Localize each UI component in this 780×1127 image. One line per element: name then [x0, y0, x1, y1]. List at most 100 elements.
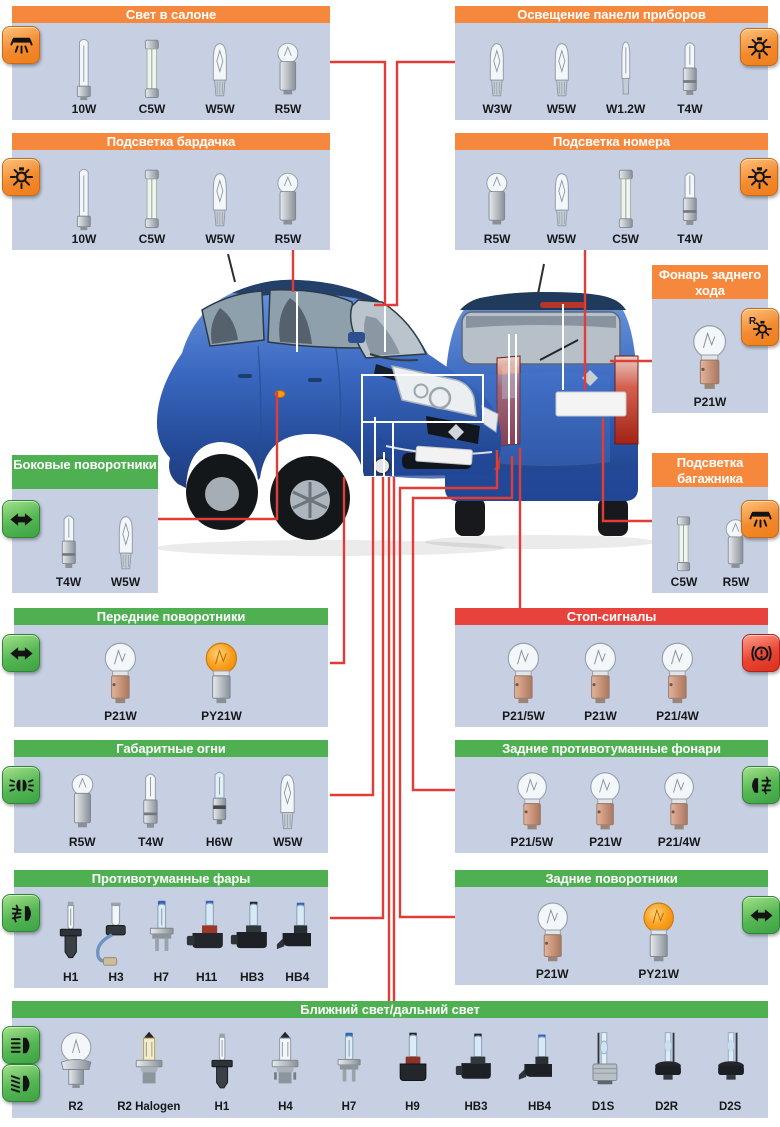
bulb-10w: 10W [63, 165, 105, 250]
bulb-label: C5W [612, 232, 639, 246]
bulb-h6w: H6W [198, 766, 241, 853]
bulb-p21w: P21W [577, 634, 624, 727]
bulb-p21w: P21W [583, 764, 627, 853]
bulb-rays-icon [740, 158, 778, 196]
bulb-label: P21/4W [656, 709, 699, 723]
bulb-c5w: C5W [664, 512, 703, 593]
panel-header: Свет в салоне [12, 6, 330, 23]
bulb-label: T4W [677, 232, 703, 246]
bulb-label: P21W [693, 395, 727, 409]
bulb-label: HB4 [528, 1101, 552, 1113]
high-beam-icon [2, 1026, 40, 1064]
bulb-p21w: P21W [685, 316, 734, 413]
panel-rear-indicators: Задние поворотники P21W PY21W [455, 870, 768, 985]
bulb-label: R2 [68, 1101, 84, 1113]
bulb-label: H6W [205, 835, 233, 849]
bulb-h1: H1 [48, 897, 93, 988]
bulb-label: C5W [138, 102, 166, 116]
bulb-t4w: T4W [669, 35, 711, 120]
bulb-label: H1 [62, 970, 79, 984]
bulb-label: H11 [195, 970, 218, 984]
car-illustration [155, 253, 655, 556]
bulb-r5w: R5W [716, 512, 755, 593]
bulb-hb3: HB3 [454, 1029, 498, 1118]
panel-header: Освещение панели приборов [455, 6, 768, 23]
bulb-label: P21/5W [502, 709, 545, 723]
bulb-h7: H7 [327, 1029, 371, 1118]
panel-bulbs: P21W PY21W [14, 625, 328, 727]
panel-header: Подсветка багажника [652, 453, 768, 489]
bulb-label: T4W [677, 102, 703, 116]
panel-bulbs: P21W PY21W [455, 887, 768, 985]
bulb-label: HB3 [239, 970, 264, 984]
bulb-label: P21/5W [510, 835, 554, 849]
bulb-label: H3 [108, 970, 124, 984]
dome-light-icon [2, 26, 40, 64]
bulb-p21-4w: P21/4W [654, 634, 701, 727]
panel-bulbs: P21/5W P21W P21/4W [455, 625, 768, 727]
panel-bulbs: 10W C5W W5W R5W [12, 23, 330, 120]
bulb-label: D2S [718, 1101, 742, 1113]
panel-header: Подсветка номера [455, 133, 768, 150]
bulb-label: P21W [104, 709, 137, 723]
bulb-w5w: W5W [199, 165, 241, 250]
panel-bulbs: H1 H3 H7 H11 HB3 HB4 [14, 887, 328, 988]
turn-indicator-arrows-icon [2, 500, 40, 538]
bulb-label: W1.2W [605, 102, 646, 116]
bulb-c5w: C5W [131, 165, 173, 250]
bulb-h3: H3 [93, 897, 138, 988]
bulb-label: W5W [205, 102, 235, 116]
bulb-r2-halogen: R2 Halogen [117, 1029, 180, 1118]
panel-header: Боковые поворотники [12, 455, 158, 491]
bulb-h1: H1 [200, 1029, 244, 1118]
bulb-label: P21W [589, 835, 622, 849]
panel-header: Подсветка бардачка [12, 133, 330, 150]
bulb-label: R5W [68, 835, 96, 849]
bulb-label: R5W [722, 575, 750, 589]
bulb-c5w: C5W [131, 35, 173, 120]
bulb-w3w: W3W [476, 35, 518, 120]
bulb-r5w: R5W [267, 35, 309, 120]
bulb-label: HB4 [285, 970, 310, 984]
bulb-r5w: R5W [61, 766, 104, 853]
bulb-label: W5W [110, 575, 141, 589]
bulb-label: W5W [205, 232, 235, 246]
low-beam-icon [2, 1064, 40, 1102]
bulb-d1s: D1S [581, 1029, 625, 1118]
bulb-label: P21/4W [657, 835, 701, 849]
dome-light-icon [741, 500, 779, 538]
bulb-label: W5W [546, 232, 577, 246]
panel-header: Задние поворотники [455, 870, 768, 887]
panel-trunk-light: Подсветка багажника C5W R5W [652, 453, 768, 593]
bulb-h7: H7 [139, 897, 184, 988]
front-fog-light-icon [2, 894, 40, 932]
bulb-p21-4w: P21/4W [657, 764, 701, 853]
bulb-w1-2w: W1.2W [605, 35, 647, 120]
bulb-label: P21W [535, 967, 569, 981]
bulb-label: H7 [153, 970, 169, 984]
bulb-label: 10W [71, 232, 97, 246]
bulb-label: PY21W [201, 709, 242, 723]
bulb-r2: R2 [54, 1029, 98, 1118]
bulb-label: PY21W [638, 967, 680, 981]
bulb-label: H7 [341, 1101, 357, 1113]
bulb-d2s: D2S [708, 1029, 752, 1118]
bulb-label: W5W [273, 835, 303, 849]
bulb-label: P21W [584, 709, 617, 723]
bulb-rays-icon [2, 158, 40, 196]
turn-indicator-arrows-icon [742, 896, 780, 934]
bulb-label: 10W [71, 102, 97, 116]
bulb-h4: H4 [263, 1029, 307, 1118]
reverse-light-icon: R [741, 308, 779, 346]
bulb-label: D2R [655, 1101, 679, 1113]
